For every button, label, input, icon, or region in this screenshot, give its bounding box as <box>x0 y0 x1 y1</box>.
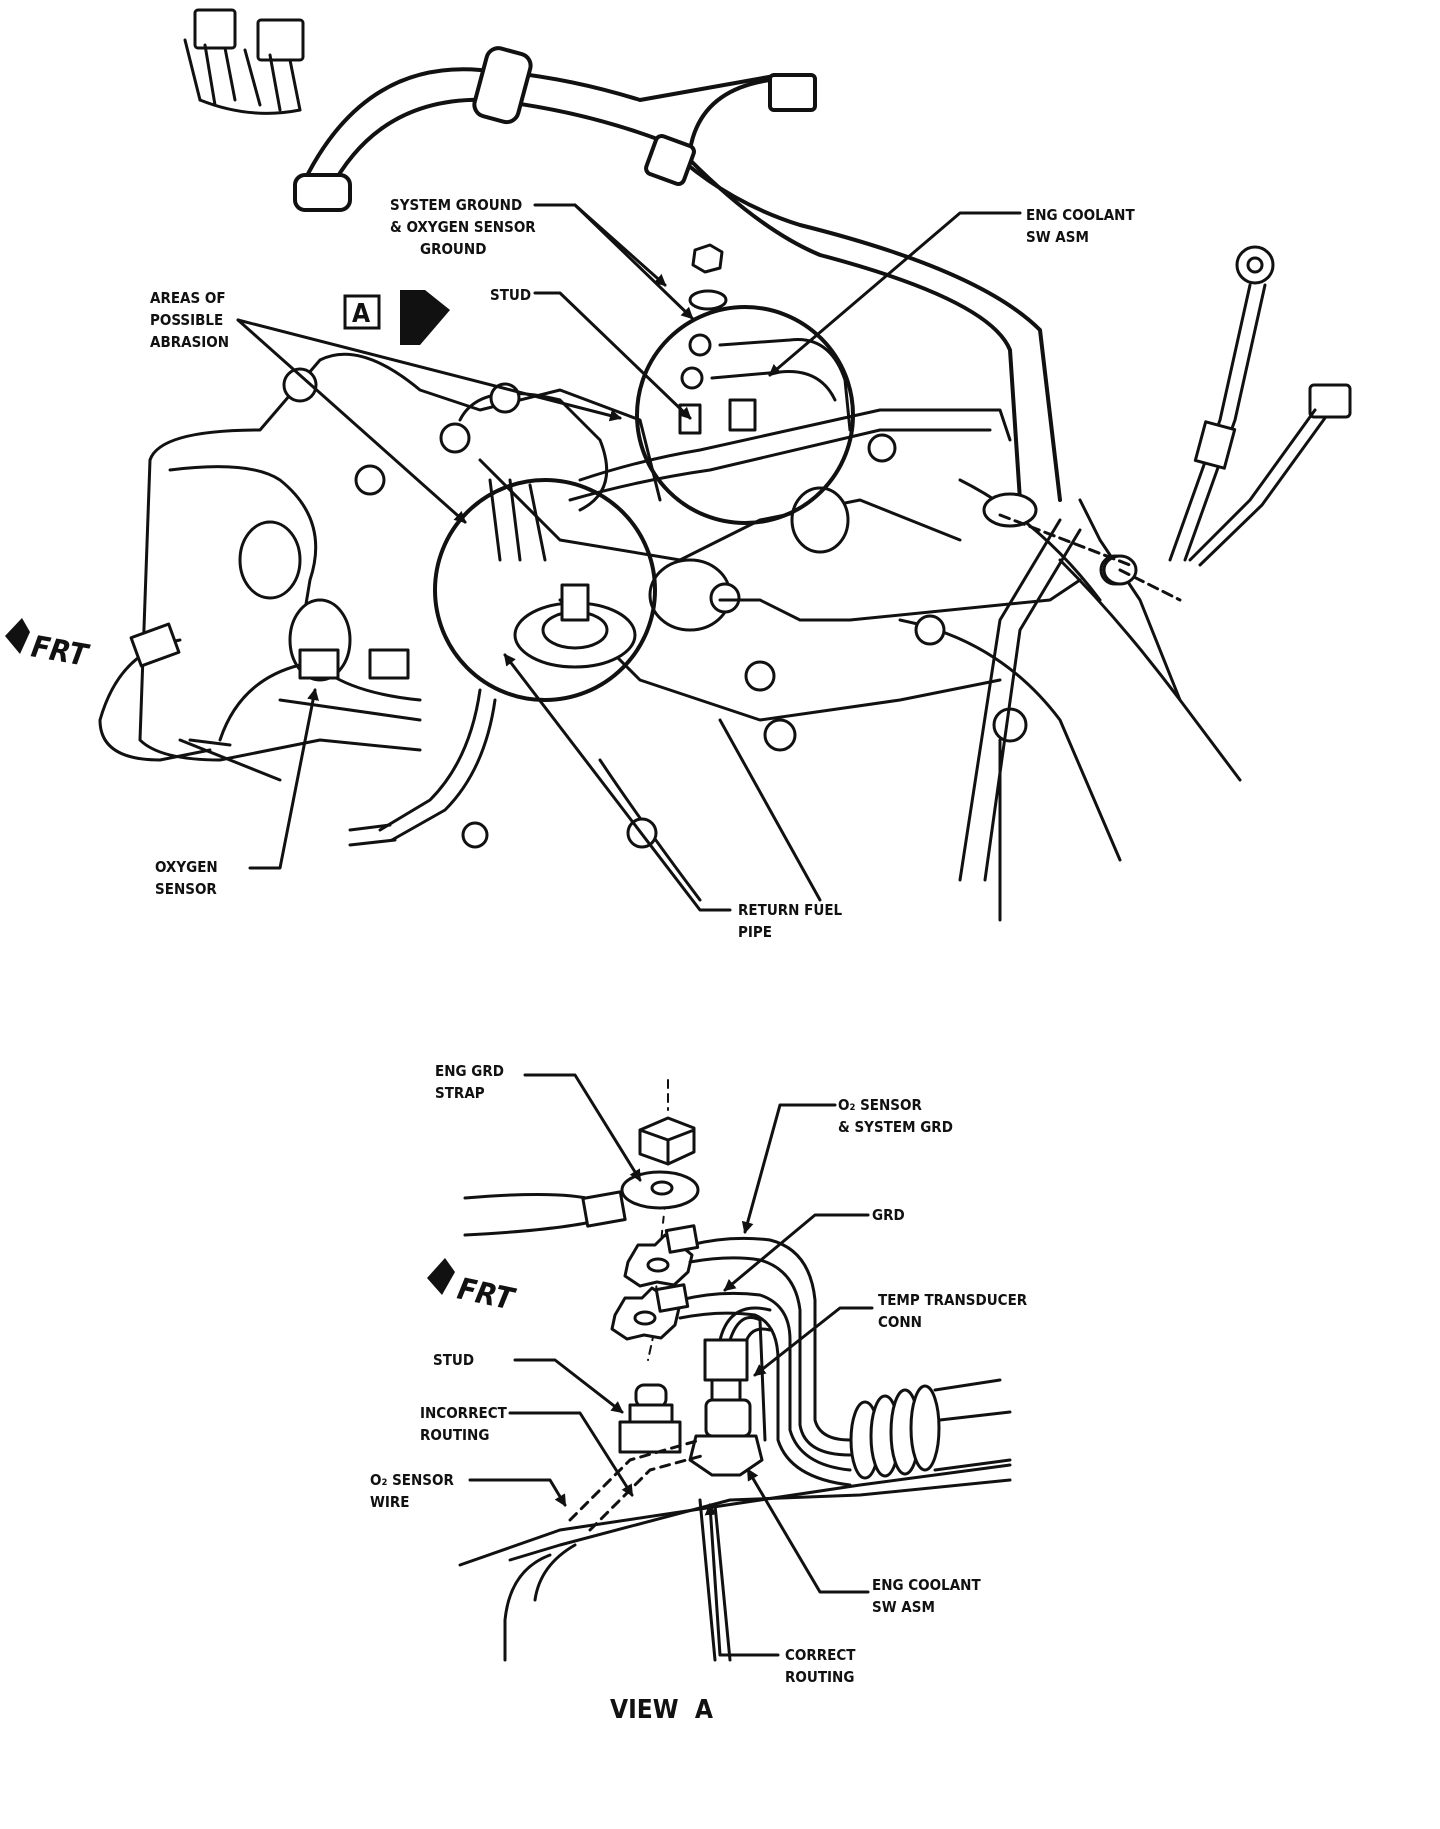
view-a-marker-letter: A <box>352 299 370 329</box>
wiring-harness <box>293 46 1062 502</box>
view-a-detail: FRT ENG GRD STRAP O₂ SENSOR & SYSTEM GRD… <box>370 1062 1028 1725</box>
label-eng-coolant-view-a-1: ENG COOLANT <box>872 1576 981 1594</box>
harness-connectors <box>183 8 305 115</box>
frt-arrow-top: FRT <box>5 618 93 674</box>
label-grd: GRD <box>872 1206 905 1224</box>
lower-fuel-assembly <box>488 478 637 669</box>
view-a-labels: ENG GRD STRAP O₂ SENSOR & SYSTEM GRD GRD… <box>370 1062 1028 1725</box>
label-stud-top: STUD <box>490 286 531 304</box>
coolant-switch <box>688 1398 764 1477</box>
view-a-title: VIEW A <box>610 1695 713 1725</box>
fuel-pipes <box>348 408 1182 882</box>
label-system-ground-2: & OXYGEN SENSOR <box>390 218 536 236</box>
incorrect-routing-path <box>568 1438 702 1522</box>
label-incorrect-routing-2: ROUTING <box>420 1426 489 1444</box>
ground-strap <box>463 1170 700 1237</box>
label-system-ground-3: GROUND <box>420 240 486 258</box>
frt-arrow-view-a: FRT <box>427 1258 519 1318</box>
top-engine-view: A FRT SYSTEM GROUND & OXYGEN SENSOR GROU… <box>5 8 1352 941</box>
label-areas-2: POSSIBLE <box>150 311 223 329</box>
label-system-ground-1: SYSTEM GROUND <box>390 196 522 214</box>
oxygen-sensor-assembly <box>98 622 410 762</box>
temp-transducer-connector <box>703 1306 772 1404</box>
engine-surface <box>458 1463 1012 1662</box>
label-return-fuel-1: RETURN FUEL <box>738 901 843 919</box>
label-correct-routing-1: CORRECT <box>785 1646 856 1664</box>
label-o2-system-grd-2: & SYSTEM GRD <box>838 1118 953 1136</box>
coiled-sleeve <box>849 1378 1012 1480</box>
stud <box>618 1383 682 1454</box>
label-oxygen-sensor-1: OXYGEN <box>155 858 218 876</box>
label-eng-coolant-view-a-2: SW ASM <box>872 1598 935 1616</box>
frt-label-top: FRT <box>29 629 93 674</box>
leader-lines-view-a <box>468 1073 874 1657</box>
label-eng-coolant-top-1: ENG COOLANT <box>1026 206 1135 224</box>
label-stud-view-a: STUD <box>433 1351 474 1369</box>
label-areas-1: AREAS OF <box>150 289 226 307</box>
frt-label-view-a: FRT <box>454 1272 519 1318</box>
top-labels: SYSTEM GROUND & OXYGEN SENSOR GROUND ENG… <box>150 196 1135 941</box>
view-a-wires <box>654 1224 852 1487</box>
leader-lines-top <box>236 203 1022 912</box>
label-incorrect-routing-1: INCORRECT <box>420 1404 508 1422</box>
abrasion-circle-lower <box>433 478 657 702</box>
label-oxygen-sensor-2: SENSOR <box>155 880 217 898</box>
view-a-marker: A <box>343 290 450 345</box>
label-return-fuel-2: PIPE <box>738 923 772 941</box>
label-areas-3: ABRASION <box>150 333 229 351</box>
label-eng-grd-strap-2: STRAP <box>435 1084 485 1102</box>
nut <box>638 1116 696 1166</box>
label-eng-grd-strap-1: ENG GRD <box>435 1062 504 1080</box>
label-o2-system-grd-1: O₂ SENSOR <box>838 1096 922 1114</box>
label-o2-wire-2: WIRE <box>370 1493 410 1511</box>
label-temp-transducer-1: TEMP TRANSDUCER <box>878 1291 1028 1309</box>
label-eng-coolant-top-2: SW ASM <box>1026 228 1089 246</box>
label-correct-routing-2: ROUTING <box>785 1668 854 1686</box>
label-temp-transducer-2: CONN <box>878 1313 922 1331</box>
bolts <box>282 367 1131 849</box>
engine-block <box>138 352 1242 922</box>
right-wires <box>1168 245 1352 567</box>
label-o2-wire-1: O₂ SENSOR <box>370 1471 454 1489</box>
